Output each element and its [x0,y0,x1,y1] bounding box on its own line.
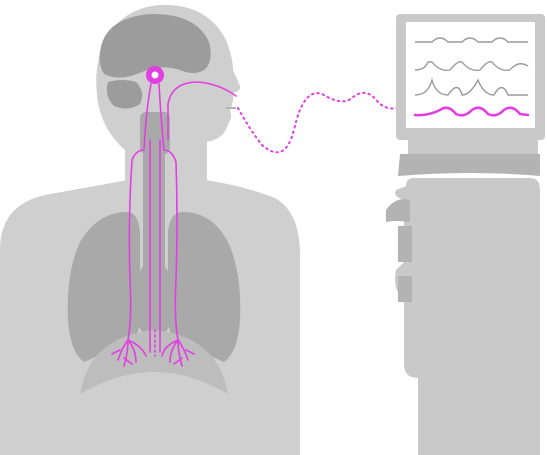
brain [99,13,211,78]
brainstem-node-core [151,71,159,79]
left-lung [67,212,140,362]
neck-column [140,112,170,154]
waveform-trace-2 [414,60,529,72]
catheter-tube [149,139,161,353]
equipment-cart [386,154,540,455]
trachea [143,150,165,268]
cart-body [395,178,540,455]
cart-panel-lower [398,276,412,302]
person-figure [0,5,300,455]
cerebellum [106,80,143,109]
left-vagus-nerve [127,83,152,341]
right-lung [168,212,241,362]
esophageal-catheter [167,81,237,141]
waveform-trace-1 [415,37,528,43]
cart-shelf [398,154,540,176]
diaphragm [80,330,228,394]
signal-cable [237,91,409,154]
right-vagus-nerve [158,83,179,341]
nerve-system [111,66,409,367]
waveform-trace-3 [414,77,528,96]
patient-monitor [396,14,545,154]
monitor-mount [408,140,538,154]
cart-panel [398,226,412,262]
cart-handle [386,199,410,222]
left-bronchial-branches [111,339,147,367]
right-bronchial-branches [161,339,195,367]
heart [134,260,174,340]
waveform-trace-esophageal [413,106,530,117]
